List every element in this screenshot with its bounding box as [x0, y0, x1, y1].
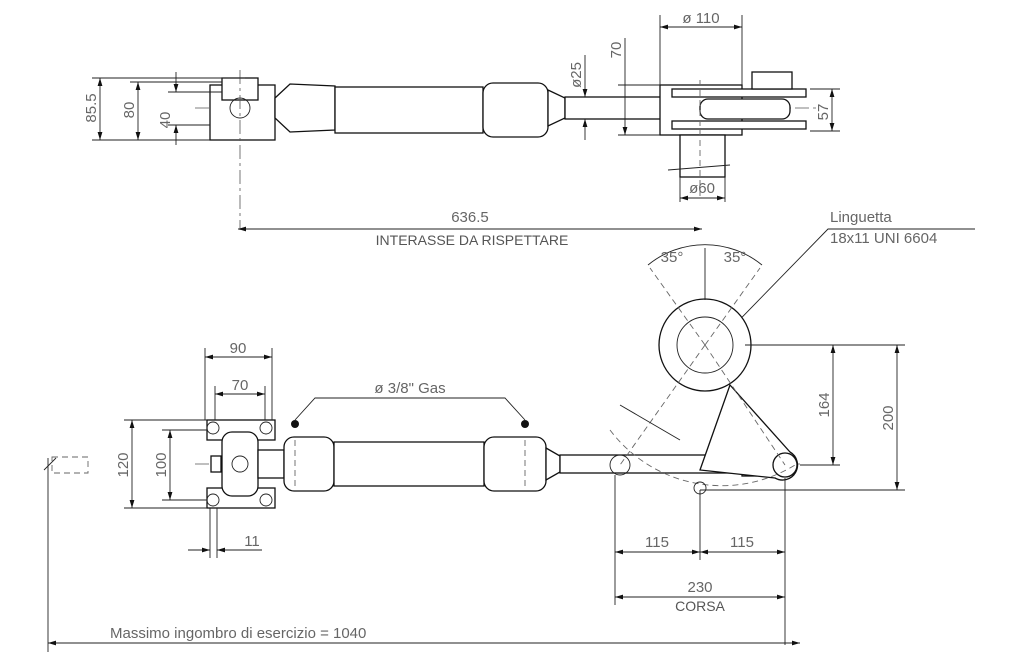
dim-80: 80: [121, 81, 222, 140]
dim-230: 230 CORSA: [615, 579, 785, 614]
dim-diameter-25: ø25: [568, 55, 588, 140]
dim-636-5: 636.5 INTERASSE DA RISPETTARE: [238, 209, 702, 248]
dim-120: 120: [115, 419, 207, 509]
dim-label: 100: [153, 452, 170, 477]
dim-label: 200: [880, 405, 897, 430]
side-view: 35° 35° 90 70 ø 3/8" Gas 120 100: [43, 244, 905, 652]
dim-label: 11: [244, 533, 260, 550]
dim-label: 90: [230, 340, 247, 357]
top-view: ø 110 70 ø25 85.5 80 40: [83, 10, 840, 248]
dim-label: 230: [687, 579, 712, 596]
dim-70-side: 70: [214, 377, 266, 420]
key-note-line2: 18x11 UNI 6604: [830, 230, 937, 247]
port-right: [521, 420, 529, 428]
dim-11: 11: [188, 508, 262, 558]
tiller-lever: [609, 244, 799, 495]
dim-diameter-60: ø60: [679, 177, 726, 202]
port-left: [291, 420, 299, 428]
dim-label: 40: [157, 112, 174, 129]
dim-label: 57: [815, 104, 832, 121]
port-callout: ø 3/8" Gas: [294, 380, 526, 421]
dim-115-115: 115 115: [614, 475, 786, 645]
dim-40: 40: [157, 72, 222, 145]
side-cylinder: [283, 420, 757, 492]
dim-overall: Massimo ingombro di esercizio = 1040: [43, 456, 800, 652]
angle-right-label: 35°: [724, 249, 747, 266]
dim-label: 164: [816, 392, 833, 417]
dim-200: 200: [700, 345, 905, 491]
interaxis-label: INTERASSE DA RISPETTARE: [376, 232, 569, 248]
port-label: ø 3/8" Gas: [374, 380, 445, 397]
dim-label: 120: [115, 452, 132, 477]
dim-label: 80: [121, 102, 138, 119]
dim-label: 636.5: [451, 209, 489, 226]
dim-label: 70: [232, 377, 249, 394]
overall-length-label: Massimo ingombro di esercizio = 1040: [110, 625, 366, 642]
key-note: Linguetta 18x11 UNI 6604: [714, 209, 975, 346]
dim-diameter-110: ø 110: [659, 10, 743, 85]
key-note-line1: Linguetta: [830, 209, 892, 226]
dim-164: 164: [745, 344, 905, 466]
dim-label: 85.5: [83, 93, 100, 122]
dim-label: ø 110: [682, 10, 719, 27]
dim-85-5: 85.5: [83, 77, 245, 141]
top-mount-block: [209, 70, 276, 230]
top-cylinder: [274, 82, 696, 138]
dim-57: 57: [810, 88, 840, 132]
stroke-label: CORSA: [675, 598, 725, 614]
dim-label: 115: [730, 534, 754, 551]
angle-left-label: 35°: [661, 249, 684, 266]
dim-100: 100: [153, 429, 207, 501]
dim-label: ø60: [689, 180, 715, 197]
dim-label: 115: [645, 534, 669, 551]
dim-90: 90: [204, 340, 273, 420]
dim-label: ø25: [568, 62, 585, 88]
top-fork-assembly: [659, 71, 807, 200]
dim-label: 70: [608, 42, 625, 59]
dim-70-top: 70: [608, 38, 660, 136]
side-clamp-block: [206, 419, 285, 509]
